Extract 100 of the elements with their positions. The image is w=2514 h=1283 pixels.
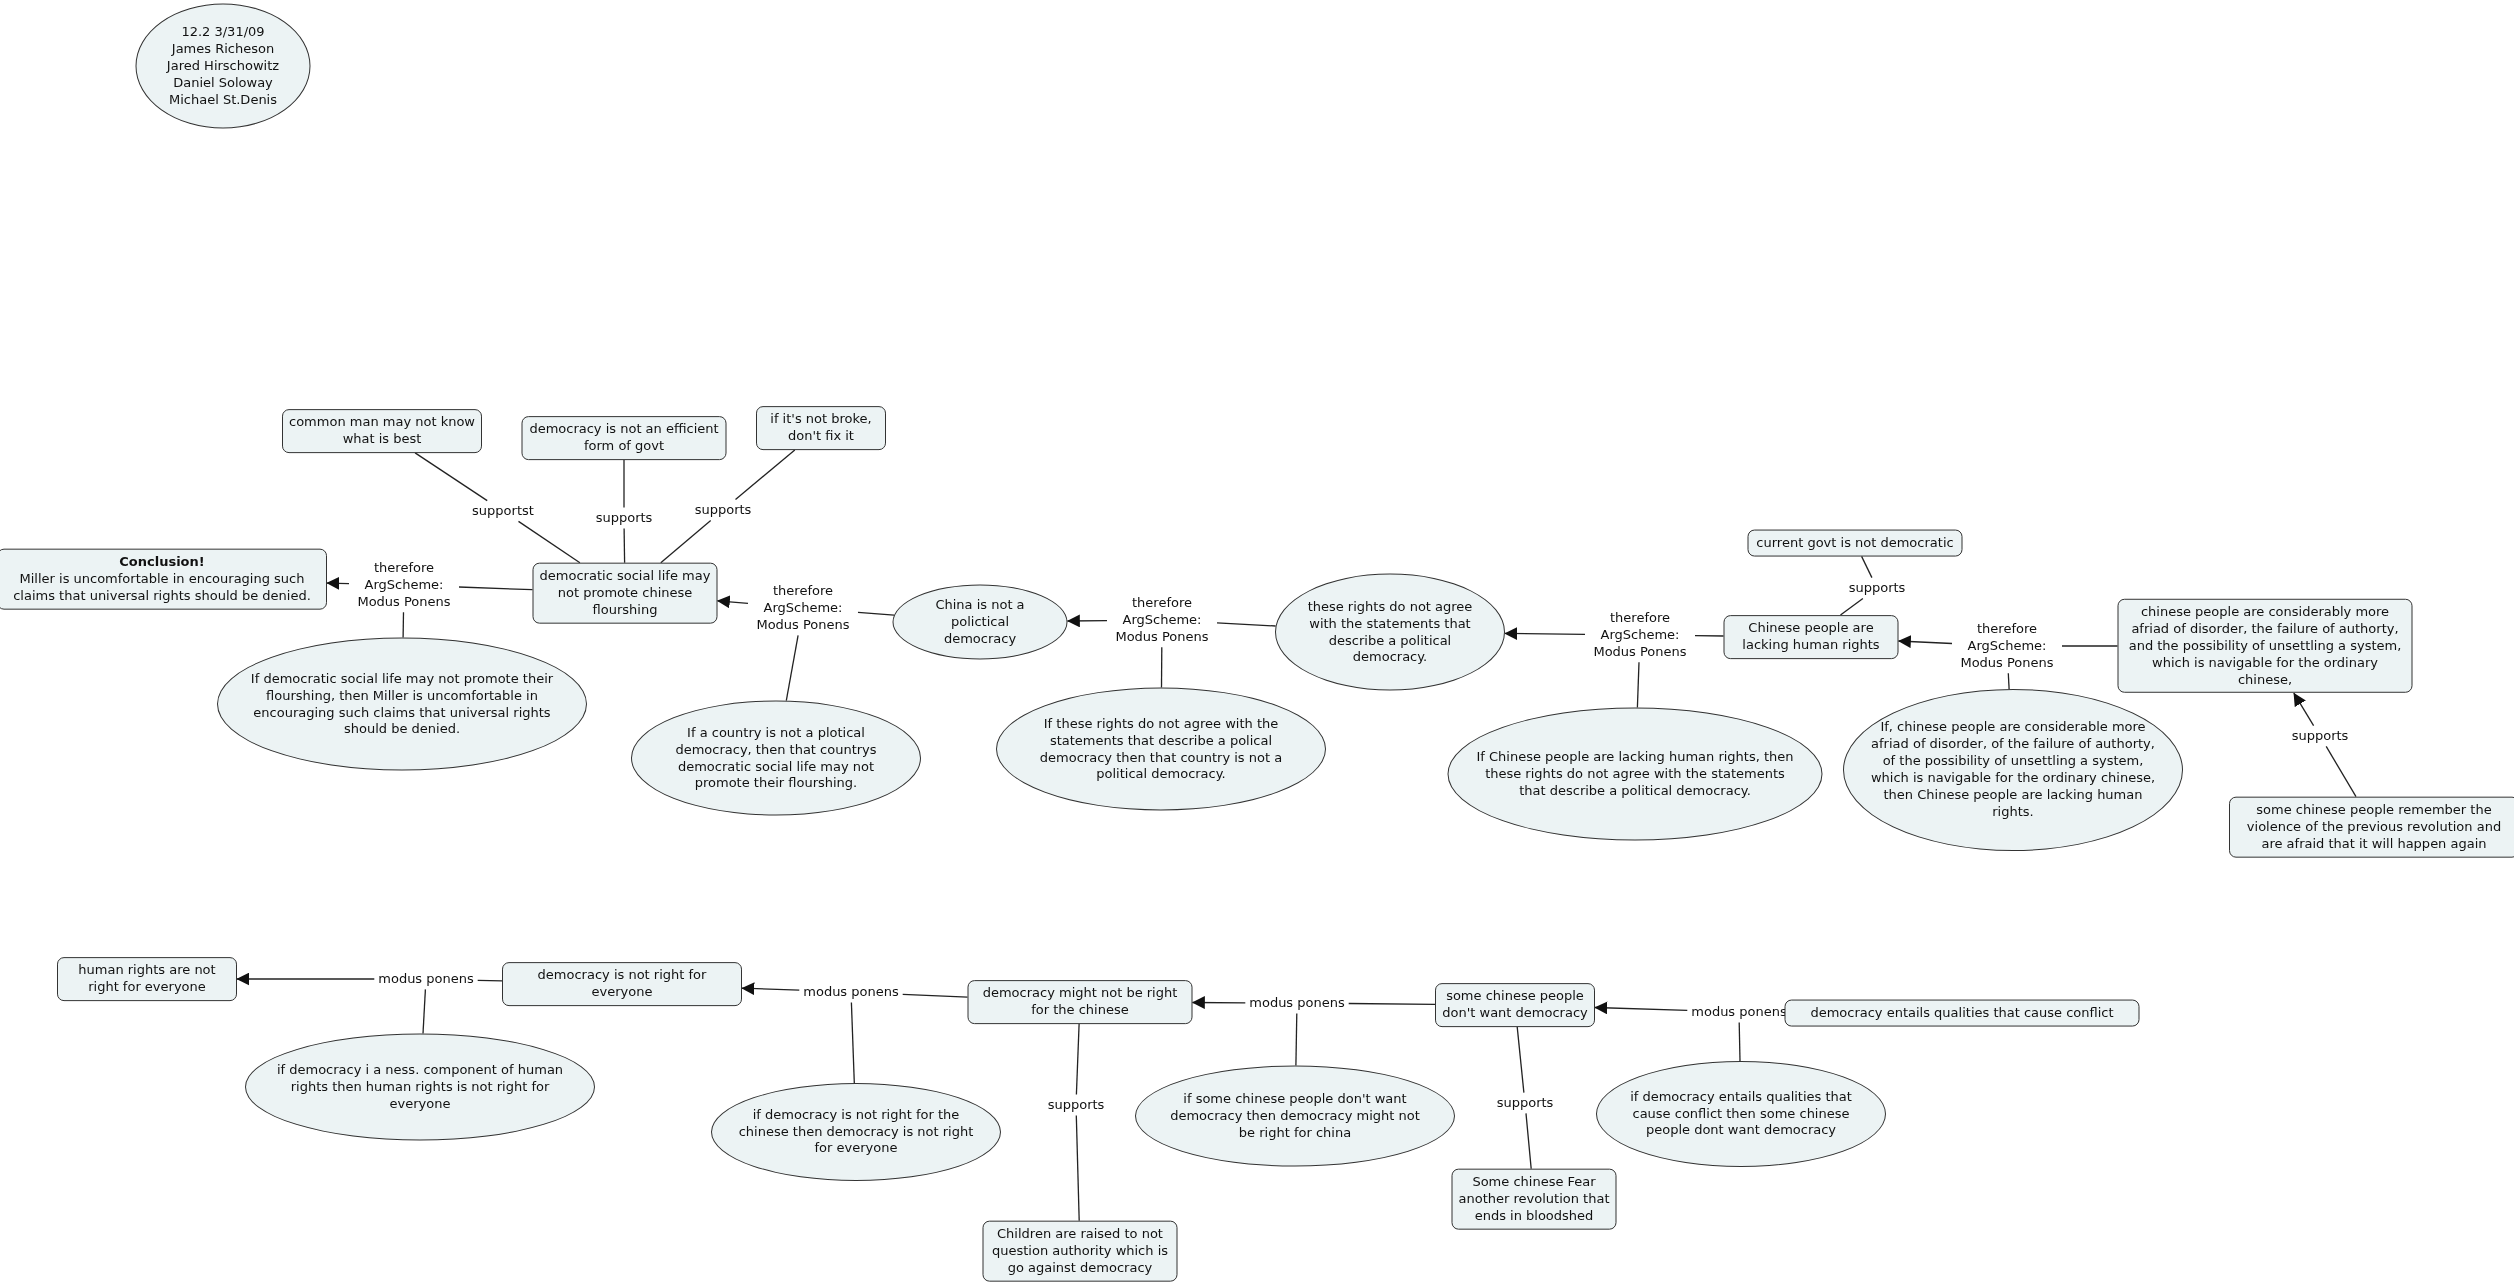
concept-text: Miller is uncomfortable in encouraging such claims that universal rights should be denied. — [12, 570, 312, 605]
arrow — [716, 595, 749, 609]
concept-text: some chinese people remember the violence of the previous revolution and are afraid that it will happen again — [2245, 801, 2503, 853]
concept-text: current govt is not democratic — [1755, 534, 1955, 552]
arrow — [236, 972, 375, 986]
arrow — [1066, 614, 1108, 628]
connector-line — [477, 979, 503, 982]
linking-phrase: modus ponens — [374, 968, 478, 990]
concept-box — [2229, 796, 2514, 858]
connector-line — [1516, 1026, 1525, 1094]
connector-line — [623, 459, 625, 509]
connector-line — [623, 527, 626, 564]
arrow — [1191, 996, 1246, 1010]
linking-phrase: therefore ArgScheme: Modus Ponens — [1585, 607, 1695, 663]
linking-phrase: supports — [1844, 577, 1910, 599]
concept-box — [1451, 1168, 1617, 1230]
concept-text: democracy is not an efficient form of govt — [528, 421, 720, 455]
heading: Conclusion! — [118, 553, 206, 571]
concept-text: if it's not broke, don't fix it — [769, 411, 873, 445]
concept-box — [532, 562, 718, 624]
concept-text: if democracy is not right for the chinese then democracy is not right for everyone — [738, 1106, 974, 1158]
concept-text: China is not a polictical democracy — [934, 596, 1026, 648]
connector-line — [1075, 1023, 1080, 1096]
concept-text: If a country is not a plotical democracy, then that countrys democratic social life may not promote their flourshing. — [674, 724, 878, 792]
concept-text: Some chinese Fear another revolution that ends in bloodshed — [1458, 1173, 1610, 1225]
concept-box — [521, 416, 727, 460]
connector-line — [422, 988, 427, 1035]
connector-line — [902, 993, 969, 998]
linking-phrase: therefore ArgScheme: Modus Ponens — [1952, 618, 2062, 674]
concept-text: human rights are not right for everyone — [77, 962, 217, 996]
connector-line — [1860, 555, 1873, 579]
concept-text: If democratic social life may not promote their flourshing, then Miller is uncomfortable in encouraging such claims that universal rights should be denied. — [249, 670, 555, 738]
linking-phrase: modus ponens — [799, 981, 903, 1003]
linking-phrase: modus ponens — [1687, 1001, 1791, 1023]
concept-text: some chinese people don't want democracy — [1442, 988, 1588, 1022]
concept-text: democracy entails qualities that cause conflict — [1809, 1004, 2115, 1022]
connector-line — [2061, 645, 2119, 647]
connector-line — [1160, 646, 1163, 689]
connector-line — [857, 611, 895, 616]
linking-phrase: supports — [1492, 1092, 1558, 1114]
connector-line — [1295, 1012, 1298, 1067]
linking-phrase: modus ponens — [1245, 992, 1349, 1014]
connector-line — [402, 611, 405, 639]
linking-phrase: supports — [690, 499, 756, 521]
concept-text: if some chinese people don't want democracy then democracy might not be right for china — [1169, 1090, 1421, 1142]
linking-phrase: supportst — [468, 500, 538, 522]
arrow — [2293, 692, 2315, 727]
concept-text: democracy might not be right for the chinese — [981, 985, 1179, 1019]
connector-line — [2007, 672, 2010, 690]
concept-box — [57, 957, 237, 1001]
connector-line — [850, 1001, 855, 1084]
concept-text: If, chinese people are considerable more afriad of disorder, of the failure of authorty, of the possibility of unsettling a system, which is navigable for the ordinary chinese, then Chinese people are lacking human rights. — [1870, 719, 2156, 821]
concept-text: 12.2 3/31/09 James Richeson Jared Hirschowitz Daniel Soloway Michael St.Denis — [165, 23, 281, 109]
concept-box — [0, 548, 327, 610]
concept-text: if democracy i a ness. component of human rights then human rights is not right for everyone — [275, 1061, 565, 1113]
concept-box — [1435, 983, 1595, 1027]
arrow — [1897, 635, 1953, 649]
connector-line — [414, 452, 488, 502]
connector-line — [1216, 622, 1277, 627]
linking-phrase: supports — [591, 507, 657, 529]
concept-box — [982, 1220, 1178, 1282]
concept-text: if democracy entails qualities that cause conflict then some chinese people dont want democracy — [1629, 1088, 1853, 1140]
concept-text: democratic social life may not promote chinese flourshing — [539, 567, 711, 619]
concept-text: democracy is not right for everyone — [536, 967, 708, 1001]
arrow — [741, 982, 800, 996]
connector-line — [1694, 634, 1725, 637]
concept-box — [1747, 529, 1963, 557]
connector-line — [660, 519, 712, 564]
connector-line — [458, 586, 534, 591]
linking-phrase: supports — [2287, 725, 2353, 747]
concept-box — [1723, 615, 1899, 659]
arrow — [326, 576, 350, 590]
connector-line — [2325, 745, 2357, 798]
concept-box — [756, 406, 886, 450]
concept-text: If Chinese people are lacking human rights, then these rights do not agree with the statements that describe a political democracy. — [1475, 748, 1795, 800]
connector-line — [1075, 1114, 1080, 1222]
connector-line — [1738, 1021, 1741, 1062]
concept-box — [2117, 598, 2413, 694]
connector-line — [785, 634, 799, 702]
concept-text: these rights do not agree with the statements that describe a political democracy. — [1306, 598, 1474, 666]
connector-line — [1348, 1002, 1436, 1005]
linking-phrase: supports — [1043, 1094, 1109, 1116]
concept-text: common man may not know what is best — [289, 414, 475, 448]
arrow — [1594, 1001, 1688, 1015]
concept-box — [967, 980, 1193, 1024]
linking-phrase: therefore ArgScheme: Modus Ponens — [748, 580, 858, 636]
concept-text: Chinese people are lacking human rights — [1741, 620, 1881, 654]
connector-line — [1525, 1112, 1532, 1170]
connector-line — [1636, 661, 1640, 709]
concept-box — [1784, 999, 2140, 1027]
linking-phrase: therefore ArgScheme: Modus Ponens — [349, 557, 459, 613]
concept-box — [502, 962, 742, 1006]
concept-text: chinese people are considerably more afriad of disorder, the failure of authorty, and the possibility of unsettling a system, which is navigable for the ordinary chinese, — [2127, 603, 2403, 689]
concept-text: Children are raised to not question authority which is go against democracy — [990, 1225, 1170, 1277]
connector-line — [734, 449, 796, 501]
linking-phrase: therefore ArgScheme: Modus Ponens — [1107, 592, 1217, 648]
concept-box — [282, 409, 482, 453]
connector-line — [517, 520, 581, 564]
connector-line — [1839, 597, 1864, 616]
concept-text: If these rights do not agree with the statements that describe a polical democracy then that country is not a political democracy. — [1038, 715, 1284, 783]
